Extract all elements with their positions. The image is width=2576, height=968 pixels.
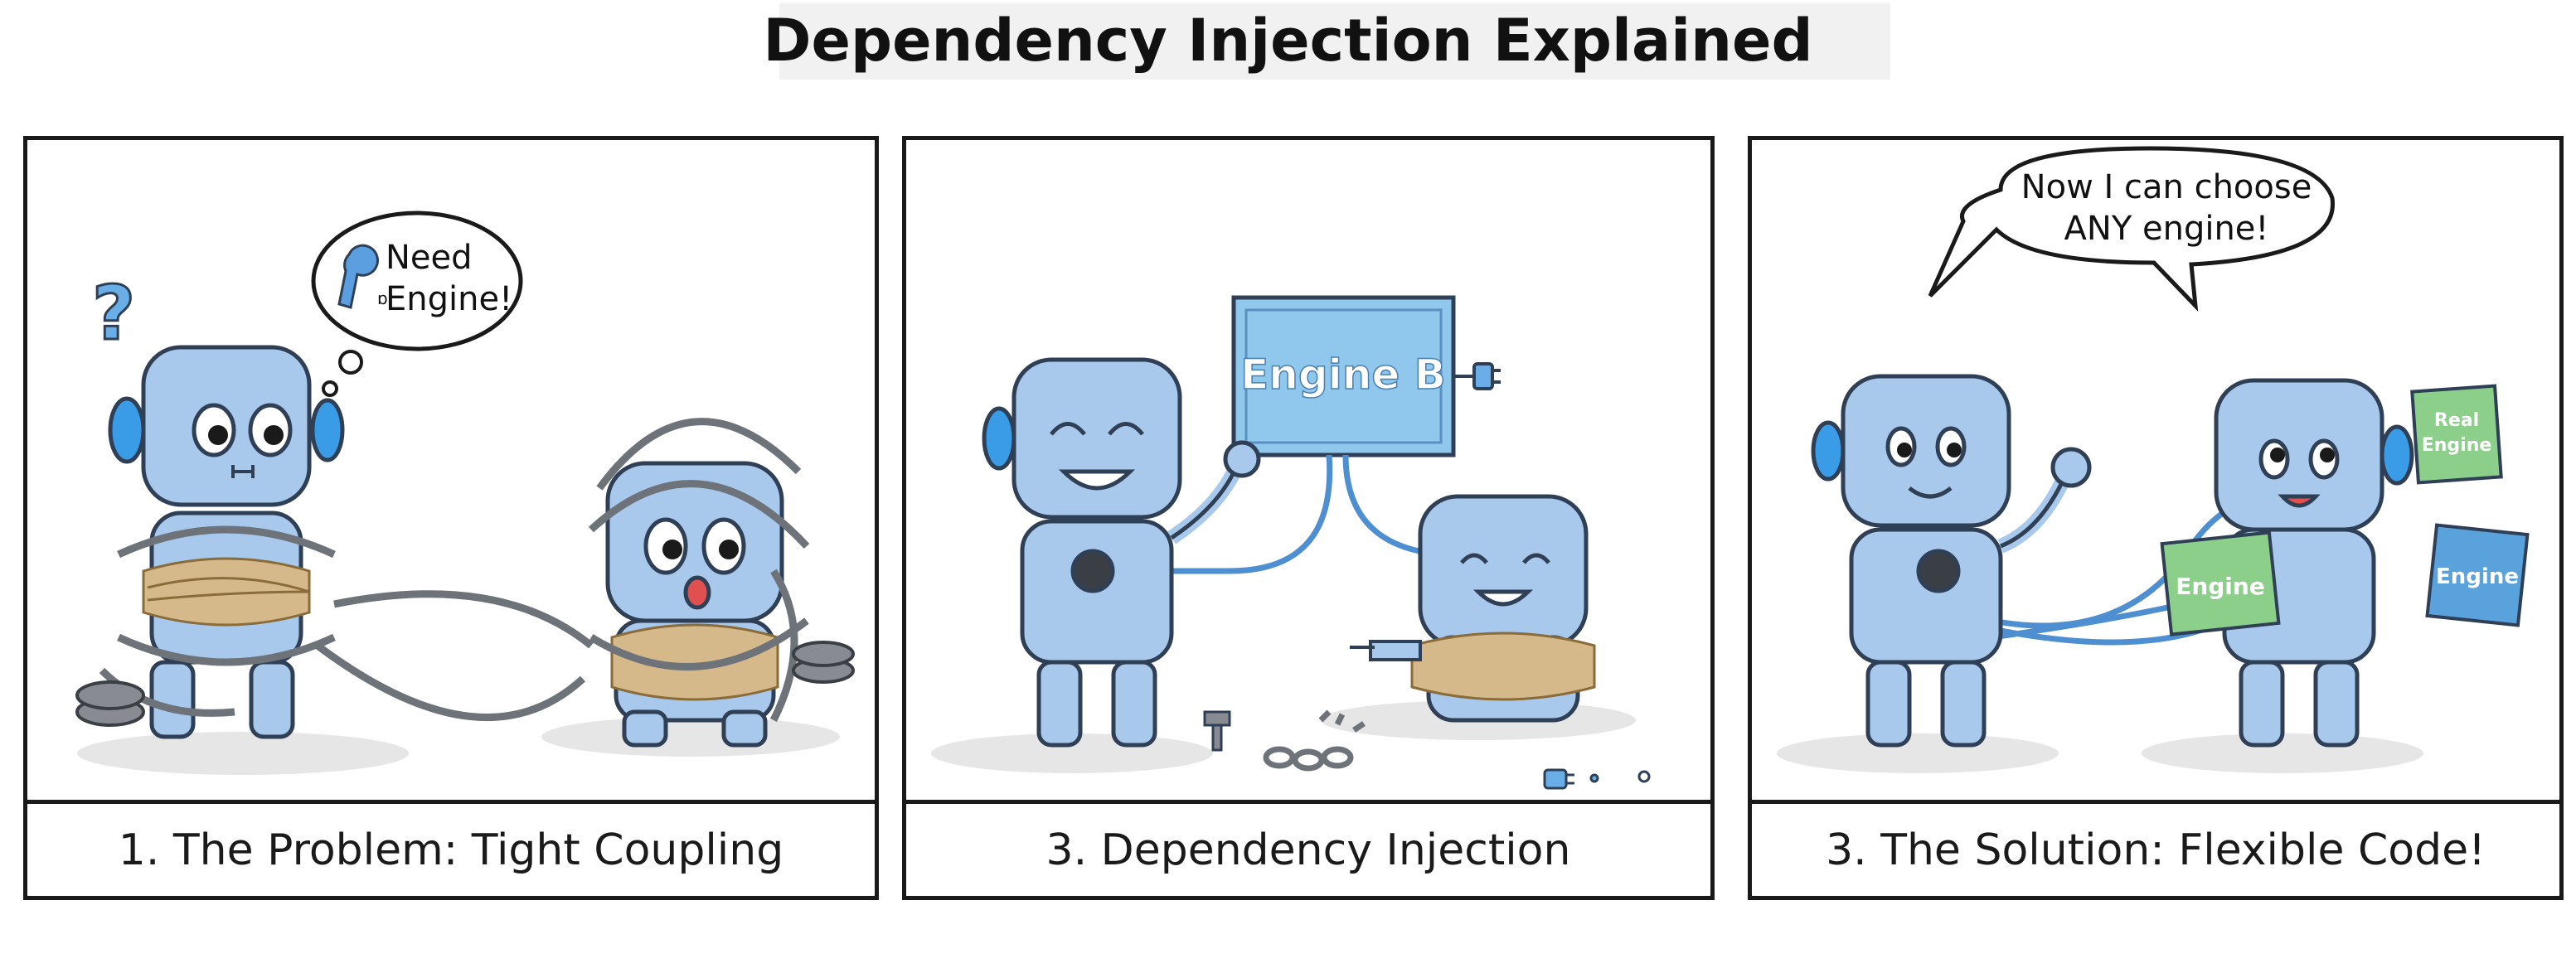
bubble-line-1: Now I can choose <box>2021 168 2312 206</box>
panel-3-illustration: Now I can choose ANY engine! <box>1777 146 2530 773</box>
robot-confused <box>108 345 345 739</box>
engine-b-box: Engine B <box>1231 295 1456 457</box>
bubble-mark: ɒ <box>377 288 388 308</box>
robot-happy <box>982 357 1261 748</box>
rope <box>1410 632 1596 701</box>
panel-problem: ? ɒ Need Engine! <box>23 136 879 900</box>
card-engine-green: Engine <box>2160 530 2281 636</box>
speech-bubble: Now I can choose ANY engine! <box>1928 146 2336 312</box>
wrench-icon <box>337 244 379 309</box>
rope <box>610 623 779 701</box>
caption-box: 3. Dependency Injection <box>906 800 1710 896</box>
bolt-icon <box>1203 710 1231 752</box>
panel-solution: Now I can choose ANY engine! <box>1748 136 2564 900</box>
panel-caption: 3. Dependency Injection <box>1045 825 1571 875</box>
question-mark-icon: ? <box>92 270 135 357</box>
bubble-line-2: ANY engine! <box>2064 210 2269 248</box>
engine-b-label: Engine B <box>1240 351 1446 399</box>
bubble-line-1: Need <box>386 239 473 277</box>
bubble-line-2: Engine! <box>386 280 512 318</box>
caption-box: 3. The Solution: Flexible Code! <box>1752 800 2559 896</box>
plug-icon <box>1453 362 1501 390</box>
card-engine-label: Engine <box>2176 573 2265 600</box>
caption-box: 1. The Problem: Tight Coupling <box>27 800 875 896</box>
plug-icon <box>1543 768 1651 790</box>
panel-caption: 1. The Problem: Tight Coupling <box>118 825 784 875</box>
chain <box>588 418 810 723</box>
card-real-engine: Real Engine <box>2410 384 2503 485</box>
panel-2-illustration: Engine B <box>931 295 1651 790</box>
panel-caption: 3. The Solution: Flexible Code! <box>1826 825 2486 875</box>
card-engine-blue-label: Engine <box>2436 564 2519 589</box>
robot-waving <box>1811 374 2092 748</box>
panel-injection: Engine B <box>902 136 1715 900</box>
card-engine-blue: Engine <box>2425 523 2530 627</box>
broken-chain <box>1263 709 1366 772</box>
card-real-line-1: Real <box>2434 410 2479 431</box>
panel-1-illustration: ? ɒ Need Engine! <box>75 211 855 775</box>
rope <box>142 557 311 627</box>
chain-weight <box>75 641 855 727</box>
card-real-line-2: Engine <box>2422 435 2492 456</box>
pointing-hand <box>1350 640 1422 661</box>
floor-shadow <box>1777 733 2059 773</box>
title-band <box>779 3 1890 80</box>
thought-bubble: ɒ Need Engine! <box>311 211 523 397</box>
floor-shadow <box>77 732 409 775</box>
floor-shadow <box>541 717 840 757</box>
page-title: Dependency Injection Explained <box>763 7 1813 75</box>
